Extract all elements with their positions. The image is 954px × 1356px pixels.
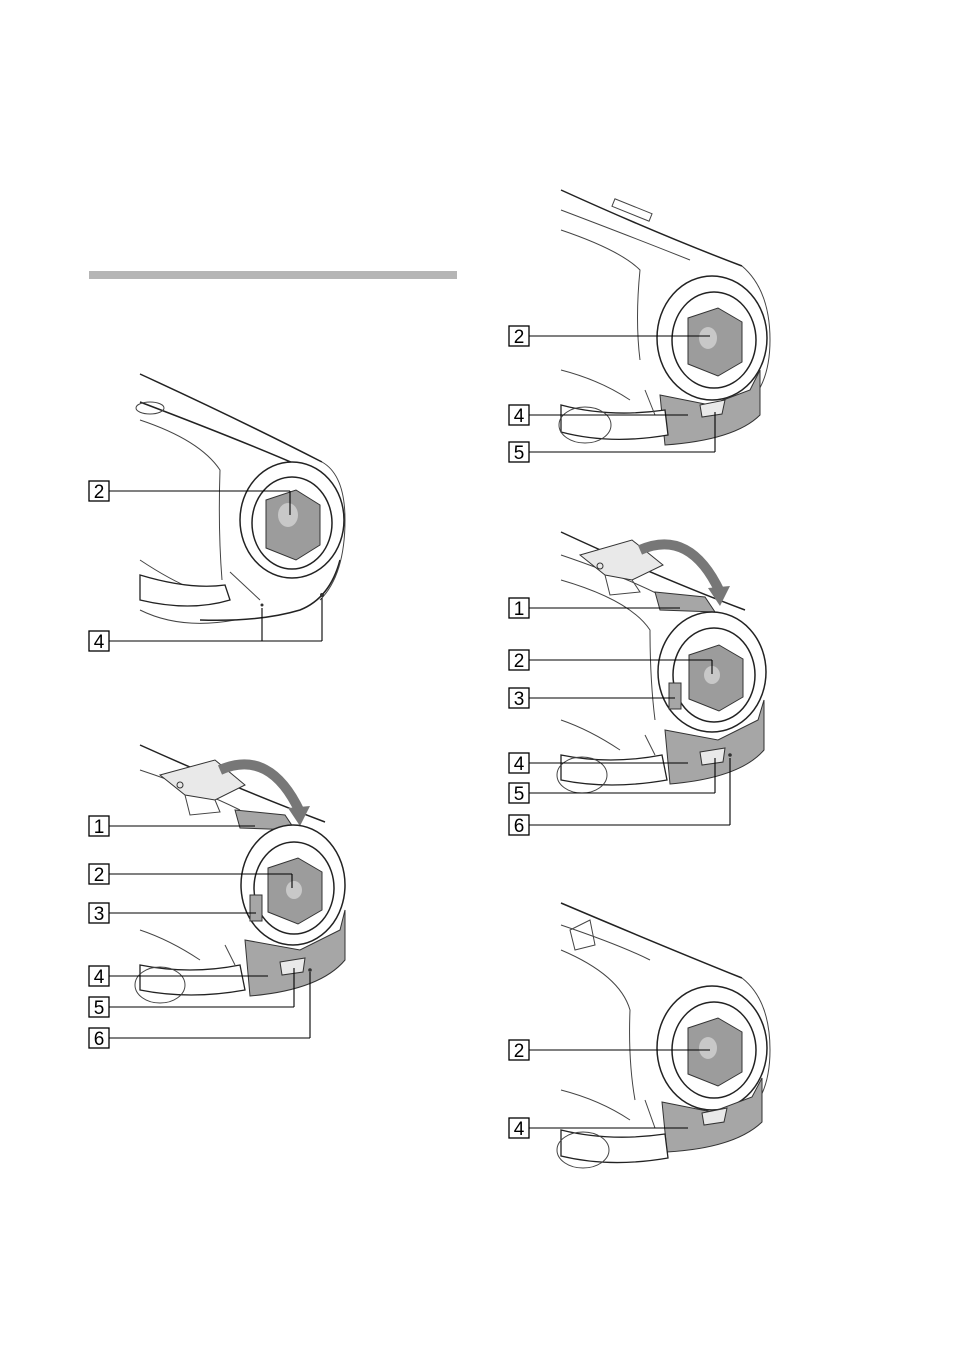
svg-text:6: 6 [94,1029,105,1050]
svg-text:4: 4 [94,967,105,988]
svg-text:5: 5 [514,443,525,464]
callout-1: 1 [89,816,255,838]
svg-text:4: 4 [514,1119,525,1140]
svg-text:2: 2 [514,1041,525,1062]
camcorder-figure-3 [559,190,770,445]
svg-text:1: 1 [94,817,105,838]
svg-text:2: 2 [94,482,105,503]
svg-text:4: 4 [514,754,525,775]
camcorder-figure-1 [136,374,345,623]
svg-text:1: 1 [514,599,525,620]
section-rule [89,271,457,279]
svg-text:2: 2 [514,327,525,348]
callout-4: 4 [89,598,322,653]
svg-text:3: 3 [514,689,525,710]
callout-3: 3 [89,903,256,925]
svg-text:4: 4 [94,632,105,653]
callout-3: 3 [509,688,675,710]
svg-text:3: 3 [94,904,105,925]
svg-text:2: 2 [514,651,525,672]
svg-text:5: 5 [514,784,525,805]
callout-1: 1 [509,598,680,620]
camcorder-figure-4 [557,532,766,793]
svg-text:2: 2 [94,865,105,886]
svg-text:5: 5 [94,998,105,1019]
svg-text:6: 6 [514,816,525,837]
svg-text:4: 4 [514,406,525,427]
